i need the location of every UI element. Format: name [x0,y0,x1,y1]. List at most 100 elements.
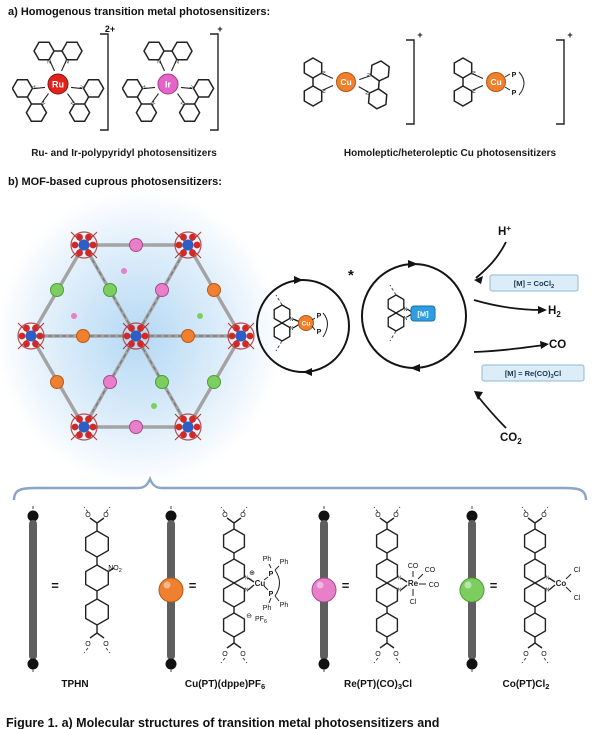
carbonyl-label: CO [425,567,436,574]
phosphine-p-label: P [269,591,274,598]
cu-metal-center [486,72,506,92]
h2-out-arrow [473,299,543,311]
diphosphine-backbone [322,312,328,338]
co-product: CO [549,339,566,351]
atom-o-label: O [524,651,530,658]
charge-label: + [217,24,222,34]
re-pt-co3cl-structure: O O N N Re CO CO CO Cl O O [373,506,440,664]
linker-panel-co: = O [454,504,598,691]
atom-n-label: N [245,588,249,594]
atom-o-label: O [85,512,91,519]
atom-n-label: N [546,588,550,594]
metal-label: Cu [302,321,311,328]
cu-site-sphere [158,577,184,603]
m-phen-fragment [387,284,412,342]
atom-o-label: O [524,512,530,519]
tphn-skeleton [83,506,115,654]
cocl2-condition-box [489,274,579,292]
linker-name: Cu(PT)(dppe)PF6 [184,679,266,691]
equals-sign: = [341,578,350,593]
atom-o-label: O [394,512,400,519]
charge-bracket [210,33,219,131]
atom-o-label: O [103,641,109,648]
linker-rod-co [459,506,485,674]
linker-rod [27,506,39,674]
atom-o-label: O [223,512,229,519]
equals-sign: = [489,578,498,593]
linker-name: Re(PT)(CO)3Cl [343,679,413,691]
figure-caption: Figure 1. a) Molecular structures of tra… [6,716,440,729]
ru-ir-label: Ru- and Ir-polypyridyl photosensitizers [31,148,217,159]
sphere-highlight [163,581,171,589]
cu-homoleptic-structure: Cu + [303,30,423,125]
metal-label: Cu [490,77,501,87]
pt-skeleton [373,506,408,664]
metal-label: Ru [52,80,64,90]
ru-complex: Ru [12,41,107,127]
carbonyl-label: CO [408,563,419,570]
pt-skeleton [220,506,255,664]
metal-label: Cu [340,77,351,87]
phenanthroline-ligand [303,57,334,107]
section-b-heading: b) MOF-based cuprous photosensitizers: [8,176,222,188]
phosphine-p-label: P [269,571,274,578]
atom-n-label: N [398,576,402,582]
phosphine-p-label: P [512,90,517,97]
co2-in-arrow [475,393,507,429]
mof-metal-site-spheres [50,238,221,434]
cycle-arrowhead [294,276,303,284]
charge-label: + [417,30,422,40]
charge-bracket [100,33,109,131]
atom-o-label: O [376,651,382,658]
linker-name: TPHN [61,679,89,690]
anion-charge: ⊖ [246,613,252,620]
pf6-label: PF6 [255,616,267,625]
nitro-group-label: NO2 [108,565,122,574]
excited-state-asterisk: * [348,267,354,284]
sphere-highlight [464,581,472,589]
cu-metal-center [336,72,356,92]
linker-name: Co(PT)Cl2 [502,679,550,691]
arrowhead [538,306,547,314]
phosphine-p-label: P [317,329,322,336]
rod-end-node [165,658,177,670]
linker-brace [12,476,588,501]
co-out-arrow [473,344,545,353]
atom-o-label: O [223,651,229,658]
chloride-label: Cl [410,599,417,606]
phenyl-label: Ph [280,602,289,609]
phenyl-label: Ph [263,605,272,612]
rod-end-node [27,510,39,522]
linker-panel-re: = O [302,504,454,691]
co2-species: CO2 [500,432,522,446]
rod-end-node [466,658,478,670]
equals-sign: = [51,578,59,593]
equals-sign: = [188,578,197,593]
rod-end-node [165,510,177,522]
cu-homoleptic-complex: Cu [303,57,391,111]
atom-n-label: N [290,326,294,332]
cycle-arrowhead [410,364,420,372]
recl-condition-label: [M] = Re(CO)3Cl [505,369,561,380]
cu-pt-dppe-structure: O O N N ⊕ Cu P P Ph Ph Ph Ph ⊖ PF6 O [220,506,289,664]
atom-n-label: N [404,307,408,313]
arrowhead [474,276,483,284]
bipyridine-ligand [33,41,83,72]
ru-metal-center [47,73,69,95]
phenanthroline-ligand [356,58,391,111]
metal-label: Cu [255,579,266,588]
sphere-highlight [316,581,324,589]
tphn-structure: O O NO2 O O [83,506,122,654]
atom-n-label: N [404,316,408,322]
rod-end-node [466,510,478,522]
metal-label: Co [556,579,567,588]
dppe-backbone [274,569,281,597]
arrowhead [474,391,483,400]
metal-label: Re [408,579,419,588]
rod-end-node [27,658,39,670]
charge-label: + [567,30,572,40]
atom-n-label: N [245,576,249,582]
hydrogen-product: H2 [548,305,561,319]
phenyl-label: Ph [280,559,289,566]
atom-o-label: O [241,651,247,658]
